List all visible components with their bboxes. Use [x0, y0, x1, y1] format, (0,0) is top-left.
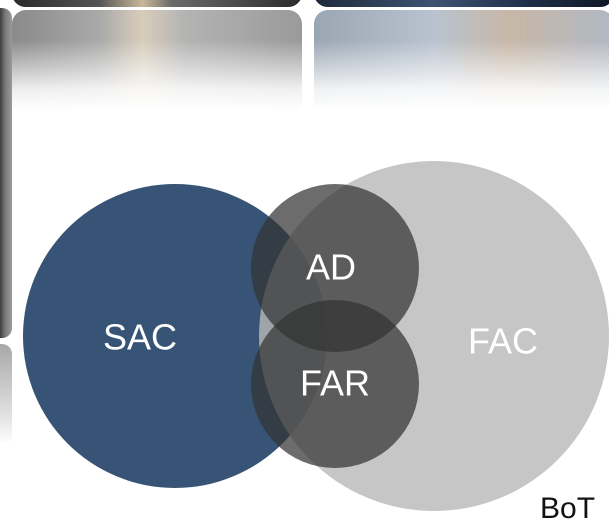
- footer-partial-text: BoT: [540, 492, 596, 525]
- ad-label: AD: [306, 247, 356, 288]
- sac-label: SAC: [103, 317, 177, 358]
- photo-strip: [0, 0, 609, 110]
- far-label: FAR: [300, 363, 370, 404]
- photo-tile-left: [12, 0, 302, 7]
- fac-label: FAC: [468, 321, 538, 362]
- photo-reflection-left: [12, 10, 302, 110]
- far-circle: [251, 300, 419, 468]
- photo-tile-right: [314, 0, 609, 7]
- photo-reflection-right: [314, 10, 609, 110]
- ad-circle: [251, 184, 419, 352]
- side-photo-tile: [0, 8, 12, 338]
- sac-circle: [23, 184, 327, 488]
- venn-diagram: SAC FAC AD FAR: [23, 161, 609, 511]
- side-photo-reflection: [0, 344, 12, 444]
